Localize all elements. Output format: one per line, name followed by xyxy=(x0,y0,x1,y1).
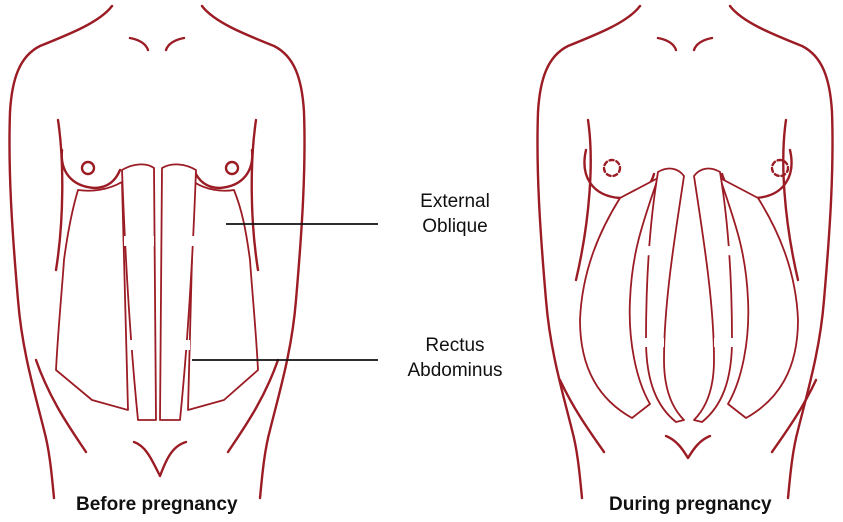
arm-line-left-preg xyxy=(576,120,591,280)
caption-during-pregnancy: During pregnancy xyxy=(609,494,772,516)
collarbone-right xyxy=(166,38,184,50)
hip-left-preg xyxy=(560,380,604,452)
label-external-oblique-line2: Oblique xyxy=(396,214,514,239)
external-oblique-right-before xyxy=(188,182,258,410)
arm-line-left xyxy=(56,120,62,270)
tendon-band-8 xyxy=(714,338,738,347)
nipple-left-preg xyxy=(604,160,620,176)
arm-line-right xyxy=(252,120,258,270)
nipple-left xyxy=(82,162,94,174)
tendon-band-3 xyxy=(128,340,154,350)
tendon-band-4 xyxy=(164,340,190,350)
figure-during-pregnancy xyxy=(537,6,832,498)
rectus-abdominus-left-during xyxy=(646,169,684,422)
label-external-oblique: External Oblique xyxy=(396,189,514,239)
nipple-right xyxy=(226,162,238,174)
nipple-right-preg xyxy=(772,160,788,176)
collarbone-left xyxy=(130,38,148,50)
figure-before-pregnancy xyxy=(9,6,304,498)
tendon-band-7 xyxy=(640,338,664,347)
collarbone-right-preg xyxy=(694,38,712,50)
tendon-band-2 xyxy=(164,236,194,246)
collarbone-left-preg xyxy=(658,38,676,50)
pubic-outline-preg xyxy=(666,436,710,458)
rectus-abdominus-right-during xyxy=(694,169,732,422)
tendon-band-1 xyxy=(124,236,154,246)
pubic-outline xyxy=(134,442,186,476)
label-rectus-abdominus-line2: Abdominus xyxy=(394,358,516,383)
label-external-oblique-line1: External xyxy=(396,189,514,214)
caption-before-pregnancy: Before pregnancy xyxy=(76,494,238,516)
external-oblique-left-before xyxy=(56,182,128,410)
label-rectus-abdominus: Rectus Abdominus xyxy=(394,333,516,383)
breast-left xyxy=(62,150,120,188)
label-rectus-abdominus-line1: Rectus xyxy=(394,333,516,358)
breast-right xyxy=(194,150,252,188)
